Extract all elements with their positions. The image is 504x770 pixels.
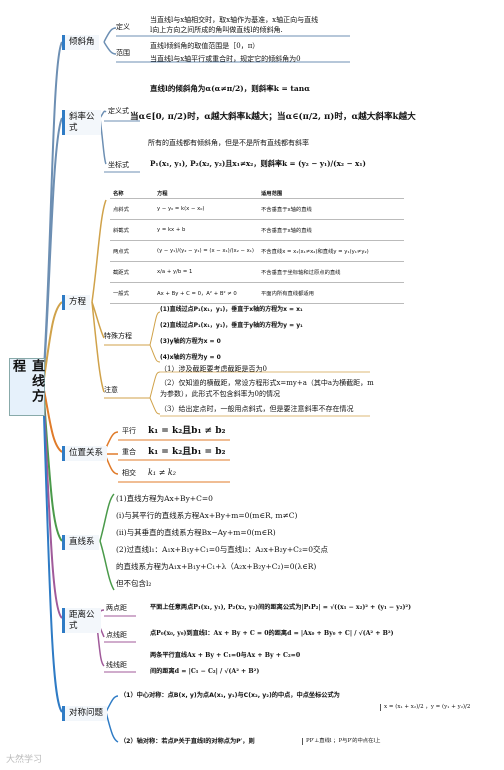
cell: x/a + y/b = 1 <box>154 261 258 283</box>
line-family-item-3: (ii)与其垂直的直线系方程Bx−Ay+m=0(m∈R) <box>116 528 276 537</box>
th-name: 名称 <box>110 188 154 199</box>
note-item-3: 为参数），此形式不包含斜率为0的情况 <box>160 390 280 398</box>
slope-angle-range-line1: 直线l倾斜角的取值范围是［0，π） <box>150 42 260 50</box>
label-point-line: 点线距 <box>106 631 127 639</box>
point-line-formula: 点P₀(x₀, y₀)到直线l：Ax + By + C = 0的距离d = |A… <box>150 630 394 637</box>
cell: 截距式 <box>110 261 154 283</box>
label-range: 范围 <box>116 49 130 57</box>
table-row: 斜截式 y = kx + b 不含垂直于x轴的直线 <box>110 219 404 241</box>
table-row: 截距式 x/a + y/b = 1 不含垂直于坐标轴和过原点的直线 <box>110 261 404 283</box>
symmetry-item-1: （1）中心对称：点B(x, y)为点A(x₁, y₁)与C(x₂, y₂)的中点… <box>120 692 340 699</box>
line-line-text-1: 两条平行直线Ax + By + C₁=0与Ax + By + C₂=0 <box>150 652 301 659</box>
cell: 不含垂直于x轴的直线 <box>258 219 404 241</box>
slope-def-line3: 所有的直线都有倾斜角，但是不是所有直线都有斜率 <box>148 139 309 147</box>
node-distance: 距离公式 <box>62 608 101 634</box>
line-family-item-2: (i)与其平行的直线系方程Ax+By+m=0(m∈R, m≠C) <box>116 511 298 520</box>
node-symmetry: 对称问题 <box>62 706 108 721</box>
label-definition: 定义 <box>116 23 130 31</box>
coincide-condition: k₁ = k₂且b₁ = b₂ <box>148 447 226 457</box>
slope-def-line2: 当α∈[0, π/2)时，α越大斜率k越大；当α∈(π/2, π)时，α越大斜率… <box>130 112 416 122</box>
line-family-item-5: 的直线系方程为A₁x+B₁y+C₁+λ（A₂x+B₂y+C₂)=0(λ∈R) <box>116 562 317 571</box>
th-equation: 方程 <box>154 188 258 199</box>
note-item-1: （1）涉及截距要考虑截距是否为0 <box>160 365 267 373</box>
label-coincide: 重合 <box>122 448 136 456</box>
special-item-3: (3)y轴的方程为x = 0 <box>160 338 221 345</box>
label-note: 注意 <box>104 386 118 394</box>
cell: 点斜式 <box>110 198 154 220</box>
slope-angle-def-line1: 当直线l与x轴相交时，取x轴作为基准，x轴正向与直线 <box>150 16 319 24</box>
cell: 不含垂直于x轴的直线 <box>258 198 404 220</box>
label-coord-form: 坐标式 <box>108 161 129 169</box>
cell: 平面内所有直线都适用 <box>258 282 404 304</box>
label-special-equation: 特殊方程 <box>104 332 132 340</box>
node-slope-formula: 斜率公式 <box>62 110 101 136</box>
parallel-condition: k₁ = k₂且b₁ ≠ b₂ <box>148 426 226 436</box>
cell: y − y₀ = k(x − x₀) <box>154 198 258 220</box>
symmetry-item-2: （2）轴对称：若点P关于直线l的对称点为P′，则 <box>120 738 255 745</box>
line-line-text-2: 间的距离d = |C₁ − C₂| / √(A² + B²) <box>150 668 260 675</box>
cell: Ax + By + C = 0，A² + B² ≠ 0 <box>154 282 258 304</box>
label-intersect: 相交 <box>122 469 136 477</box>
cell: (y − y₁)/(y₂ − y₁) = (x − x₁)/(x₂ − x₁) <box>154 240 258 262</box>
label-parallel: 平行 <box>122 427 136 435</box>
node-line-family: 直线系 <box>62 535 99 550</box>
node-slope-angle: 倾斜角 <box>62 35 99 50</box>
th-scope: 适用范围 <box>258 188 404 199</box>
line-family-item-1: (1)直线方程为Ax+By+C=0 <box>116 494 213 503</box>
node-position: 位置关系 <box>62 446 108 461</box>
cell: 不含直线x = x₁(x₁≠x₂)和直线y = y₁(y₁≠y₂) <box>258 240 404 262</box>
root-topic: 直线方程 <box>9 358 45 416</box>
slope-angle-range-line2: 当直线l与x轴平行或重合时，规定它的倾斜角为0 <box>150 55 301 63</box>
slope-angle-def-line2: l向上方向之间所成的角叫做直线l的倾斜角. <box>150 26 283 34</box>
cell: 斜截式 <box>110 219 154 241</box>
slope-def-line1: 直线l的倾斜角为α(α≠π/2)，则斜率k = tanα <box>150 84 310 93</box>
note-item-2: （2）仅知道的横截距，常设方程形式x=my+a（其中a为横截距，m <box>160 379 374 387</box>
node-equation: 方程 <box>62 295 91 310</box>
line-family-item-6: 但不包含l₂ <box>116 579 152 588</box>
cell: 不含垂直于坐标轴和过原点的直线 <box>258 261 404 283</box>
special-item-4: (4)x轴的方程为y = 0 <box>160 354 221 361</box>
table-row: 一般式 Ax + By + C = 0，A² + B² ≠ 0 平面内所有直线都… <box>110 282 404 304</box>
equation-table: 名称 方程 适用范围 点斜式 y − y₀ = k(x − x₀) 不含垂直于x… <box>110 188 404 304</box>
label-point-point: 两点距 <box>106 604 127 612</box>
cell: 一般式 <box>110 282 154 304</box>
cell: y = kx + b <box>154 219 258 241</box>
slope-coord-text: P₁(x₁, y₁), P₂(x₂, y₂)且x₁≠x₂，则斜率k = (y₂ … <box>150 159 366 168</box>
note-item-4: （3）给出定点时，一般用点斜式，但是要注意斜率不存在情况 <box>160 405 354 413</box>
line-family-item-4: (2)过直线l₁：A₁x+B₁y+C₁=0与直线l₂：A₂x+B₂y+C₂=0交… <box>116 545 328 554</box>
table-row: 点斜式 y − y₀ = k(x − x₀) 不含垂直于x轴的直线 <box>110 198 404 220</box>
point-point-formula: 平面上任意两点P₁(x₁, y₁), P₂(x₂, y₂)间的距离公式为|P₁P… <box>150 604 412 611</box>
label-def-form: 定义式 <box>108 107 129 115</box>
special-item-1: (1)直线过点P₁(x₁，y₁)，垂直于x轴的方程为x = x₁ <box>160 306 303 313</box>
special-item-2: (2)直线过点P₁(x₁，y₁)，垂直于y轴的方程为y = y₁ <box>160 322 303 329</box>
cell: 两点式 <box>110 240 154 262</box>
symmetry-midpoint-formula: x = (x₁ + x₂)/2 ，y = (y₁ + y₂)/2 <box>380 704 470 712</box>
watermark-logo: 大然学习 <box>6 755 43 765</box>
symmetry-axis-formula: PP′⊥直线l ；P与P′的中点在l上 <box>302 738 380 745</box>
table-row: 两点式 (y − y₁)/(y₂ − y₁) = (x − x₁)/(x₂ − … <box>110 240 404 262</box>
intersect-condition: k₁ ≠ k₂ <box>148 468 176 477</box>
table-header: 名称 方程 适用范围 <box>110 188 404 199</box>
label-line-line: 线线距 <box>106 661 127 669</box>
